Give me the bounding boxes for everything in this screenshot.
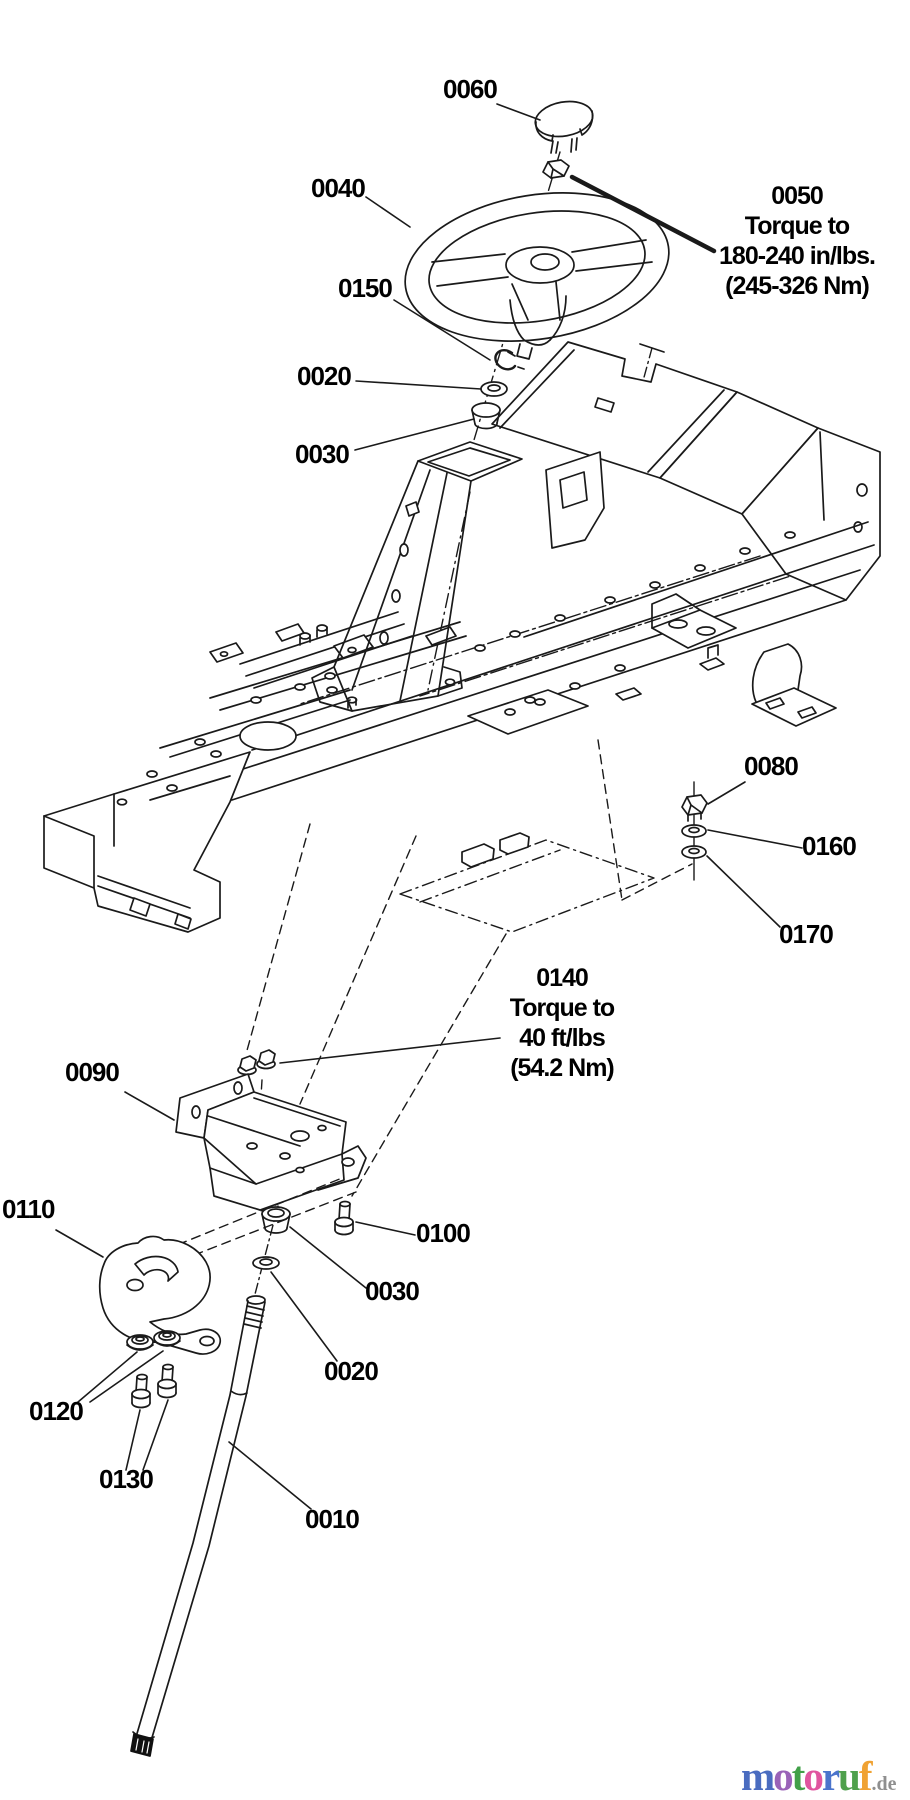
logo-letter: m — [741, 1753, 775, 1799]
torque-note-0140-line3: (54.2 Nm) — [510, 1054, 615, 1082]
torque-note-0140-line2: 40 ft/lbs — [519, 1024, 605, 1052]
callout-0130: 0130 — [99, 1464, 154, 1494]
logo-letter: r — [821, 1753, 840, 1799]
torque-note-0050: 0050 Torque to 180-240 in/lbs. (245-326 … — [692, 181, 902, 301]
callout-0120: 0120 — [29, 1396, 84, 1426]
steering-column-parts-drawing — [404, 100, 670, 430]
callout-0080: 0080 — [744, 751, 799, 781]
cam-plate-drawing — [98, 1235, 222, 1409]
callout-0100: 0100 — [416, 1218, 471, 1248]
torque-note-0050-part: 0050 — [771, 182, 824, 210]
callout-0020-upper: 0020 — [297, 361, 352, 391]
callout-0040: 0040 — [311, 173, 366, 203]
logo-letter: o — [803, 1753, 823, 1799]
callout-0060: 0060 — [443, 74, 498, 104]
callout-0090: 0090 — [65, 1057, 120, 1087]
watermark-logo[interactable]: m o t o r u f .de — [741, 1752, 896, 1800]
torque-note-0140-line1: Torque to — [509, 994, 615, 1022]
callout-0160: 0160 — [802, 831, 857, 861]
steering-shaft-drawing — [130, 1295, 266, 1757]
logo-letter: o — [773, 1753, 793, 1799]
torque-note-0050-line2: 180-240 in/lbs. — [719, 242, 876, 270]
logo-letter: u — [838, 1753, 861, 1799]
chassis-frame-drawing — [43, 341, 881, 933]
callout-0020-lower: 0020 — [324, 1356, 379, 1386]
callout-0170: 0170 — [779, 919, 834, 949]
torque-note-0140-part: 0140 — [536, 964, 589, 992]
callout-0030-lower: 0030 — [365, 1276, 420, 1306]
torque-note-0050-line3: (245-326 Nm) — [725, 272, 870, 300]
torque-note-0050-line1: Torque to — [744, 212, 850, 240]
leader-lines — [55, 103, 803, 1510]
callout-0150: 0150 — [338, 273, 393, 303]
callout-0110: 0110 — [2, 1194, 55, 1224]
logo-letter: f — [858, 1753, 873, 1799]
fastener-stack-drawing — [681, 794, 708, 859]
callout-0010: 0010 — [305, 1504, 360, 1534]
callout-0030-upper: 0030 — [295, 439, 350, 469]
torque-note-0140: 0140 Torque to 40 ft/lbs (54.2 Nm) — [482, 963, 642, 1083]
logo-suffix: .de — [871, 1773, 897, 1795]
logo-letter: t — [791, 1753, 806, 1799]
support-bracket-drawing — [175, 1049, 367, 1270]
